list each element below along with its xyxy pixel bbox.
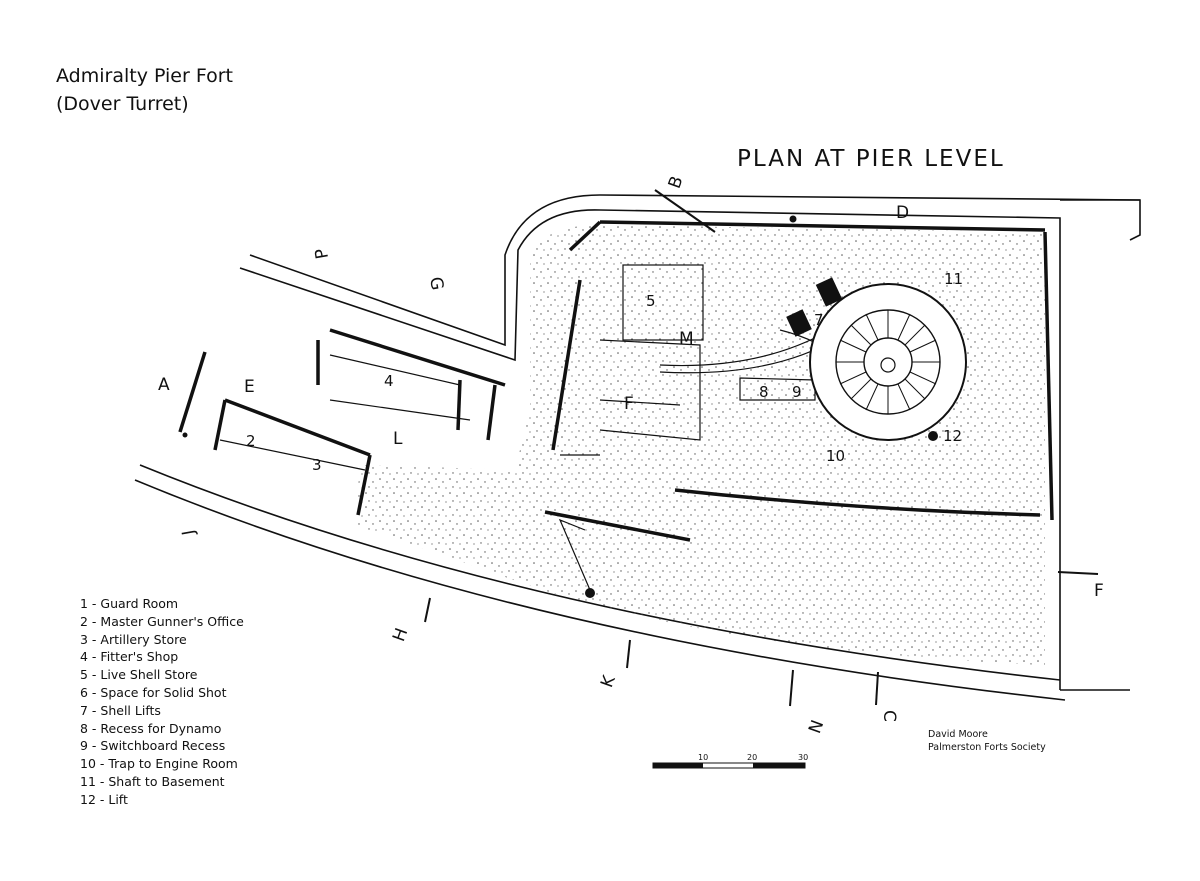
- legend-item: 4 - Fitter's Shop: [80, 649, 179, 665]
- legend-item: 9 - Switchboard Recess: [80, 738, 226, 754]
- section-letter-d: D: [896, 203, 909, 223]
- legend-item: 6 - Space for Solid Shot: [80, 684, 227, 700]
- section-letter-p: P: [312, 247, 333, 261]
- credit-organisation: Palmerston Forts Society: [928, 742, 1046, 753]
- section-letters: A B C D E F F G H J K L M N P: [158, 173, 1104, 736]
- room-number-8: 8: [759, 383, 769, 401]
- section-letter-n: N: [805, 718, 828, 737]
- room-legend: 1 - Guard Room 2 - Master Gunner's Offic…: [80, 595, 244, 809]
- room-numbers: 2 3 4 5 7 8 9 10 11 12: [246, 270, 963, 474]
- drawing-title: Admiralty Pier Fort (Dover Turret): [56, 62, 233, 118]
- concrete-fill: [355, 225, 1045, 665]
- room-number-9: 9: [792, 383, 802, 401]
- section-letter-m: M: [679, 329, 694, 349]
- title-line-2: (Dover Turret): [56, 93, 189, 115]
- plan-heading: PLAN AT PIER LEVEL: [737, 146, 1005, 172]
- scale-tick-20: 20: [747, 753, 757, 762]
- room-number-11: 11: [944, 270, 963, 288]
- section-letter-l: L: [393, 429, 403, 449]
- credit-author: David Moore: [928, 729, 988, 740]
- room-number-7: 7: [814, 311, 824, 329]
- section-letter-j: J: [179, 528, 200, 537]
- section-letter-f-inner: F: [624, 394, 634, 414]
- scale-bar: 10 20 30: [652, 753, 808, 769]
- section-letter-k: K: [597, 672, 620, 690]
- room-number-2: 2: [246, 432, 256, 450]
- section-letter-f-right: F: [1094, 581, 1104, 601]
- section-letter-h: H: [389, 625, 412, 644]
- heavy-walls: [178, 220, 1054, 542]
- legend-item: 2 - Master Gunner's Office: [80, 613, 244, 629]
- room-number-4: 4: [384, 372, 394, 390]
- legend-item: 7 - Shell Lifts: [80, 702, 161, 718]
- section-letter-g: G: [425, 275, 447, 291]
- legend-item: 8 - Recess for Dynamo: [80, 720, 222, 736]
- outer-pier-wall: [134, 194, 1141, 701]
- section-letter-e: E: [244, 377, 255, 397]
- turret-shaft: [809, 283, 967, 441]
- section-letter-c: C: [879, 710, 899, 722]
- legend-item: 3 - Artillery Store: [80, 631, 187, 647]
- section-letter-a: A: [158, 375, 170, 395]
- drawing-credit: David Moore Palmerston Forts Society: [928, 728, 1046, 754]
- legend-item: 5 - Live Shell Store: [80, 667, 198, 683]
- scale-tick-30: 30: [798, 753, 808, 762]
- room-number-12: 12: [943, 427, 962, 445]
- legend-item: 12 - Lift: [80, 791, 128, 807]
- title-line-1: Admiralty Pier Fort: [56, 65, 233, 87]
- section-letter-b: B: [665, 173, 688, 191]
- section-cut-lines: [424, 189, 1099, 707]
- legend-item: 1 - Guard Room: [80, 596, 179, 611]
- room-number-10: 10: [826, 447, 845, 465]
- legend-item: 11 - Shaft to Basement: [80, 773, 225, 789]
- room-number-5: 5: [646, 292, 656, 310]
- room-number-3: 3: [312, 456, 322, 474]
- scale-tick-10: 10: [698, 753, 708, 762]
- legend-item: 10 - Trap to Engine Room: [80, 756, 238, 772]
- plan-details: [182, 215, 938, 598]
